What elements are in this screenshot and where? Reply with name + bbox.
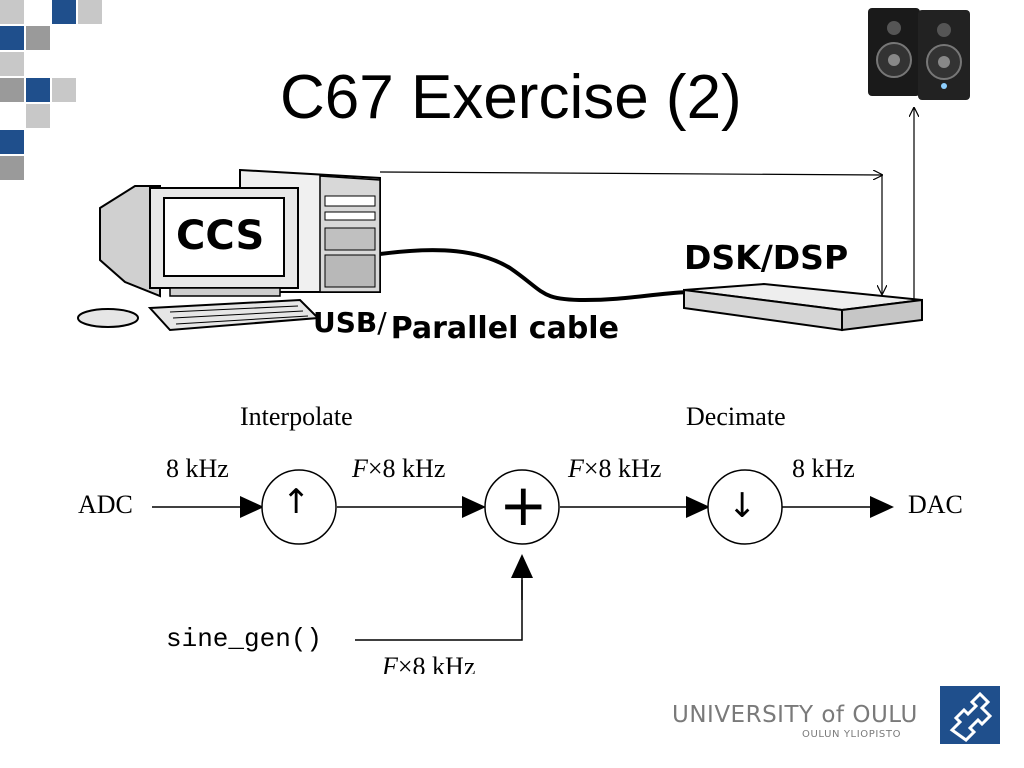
university-name: UNIVERSITY of OULU: [672, 702, 918, 728]
dsk-label: DSK/DSP: [684, 238, 849, 277]
dsk-board-icon: [683, 282, 923, 332]
usb-label: USB: [313, 306, 378, 339]
signal-lines: [379, 108, 914, 300]
rate-out-label: 8 kHz: [792, 454, 855, 483]
sine-rate-label: F×8 kHz: [382, 652, 476, 674]
upsample-icon: ↑: [282, 482, 311, 522]
sine-gen-label: sine_gen(): [166, 624, 323, 654]
decimate-label: Decimate: [686, 402, 786, 431]
rate-in-label: 8 kHz: [166, 454, 229, 483]
usb-cable: [379, 248, 689, 303]
monitor-label: CCS: [176, 213, 265, 259]
computer-icon: [77, 168, 381, 332]
cable-separator: /: [377, 306, 387, 339]
slide-title: C67 Exercise (2): [280, 63, 742, 132]
downsample-node: [707, 469, 783, 545]
flow-lines: [152, 496, 894, 641]
downsample-icon: ↓: [728, 486, 757, 526]
upsample-node: [261, 469, 337, 545]
university-subtitle: OULUN YLIOPISTO: [802, 729, 902, 740]
adc-label: ADC: [78, 490, 133, 519]
cable-label: USB/Parallel cable: [313, 306, 619, 346]
dac-label: DAC: [908, 490, 963, 519]
speakers-icon: [868, 8, 970, 100]
interpolate-label: Interpolate: [240, 402, 353, 431]
parallel-label: Parallel cable: [390, 311, 619, 346]
oulu-logo-icon: [940, 686, 1000, 744]
adder-node: [484, 469, 560, 545]
rate-up-label: F×8 kHz: [352, 454, 446, 483]
adder-icon: +: [499, 471, 548, 539]
rate-mid-label: F×8 kHz: [568, 454, 662, 483]
